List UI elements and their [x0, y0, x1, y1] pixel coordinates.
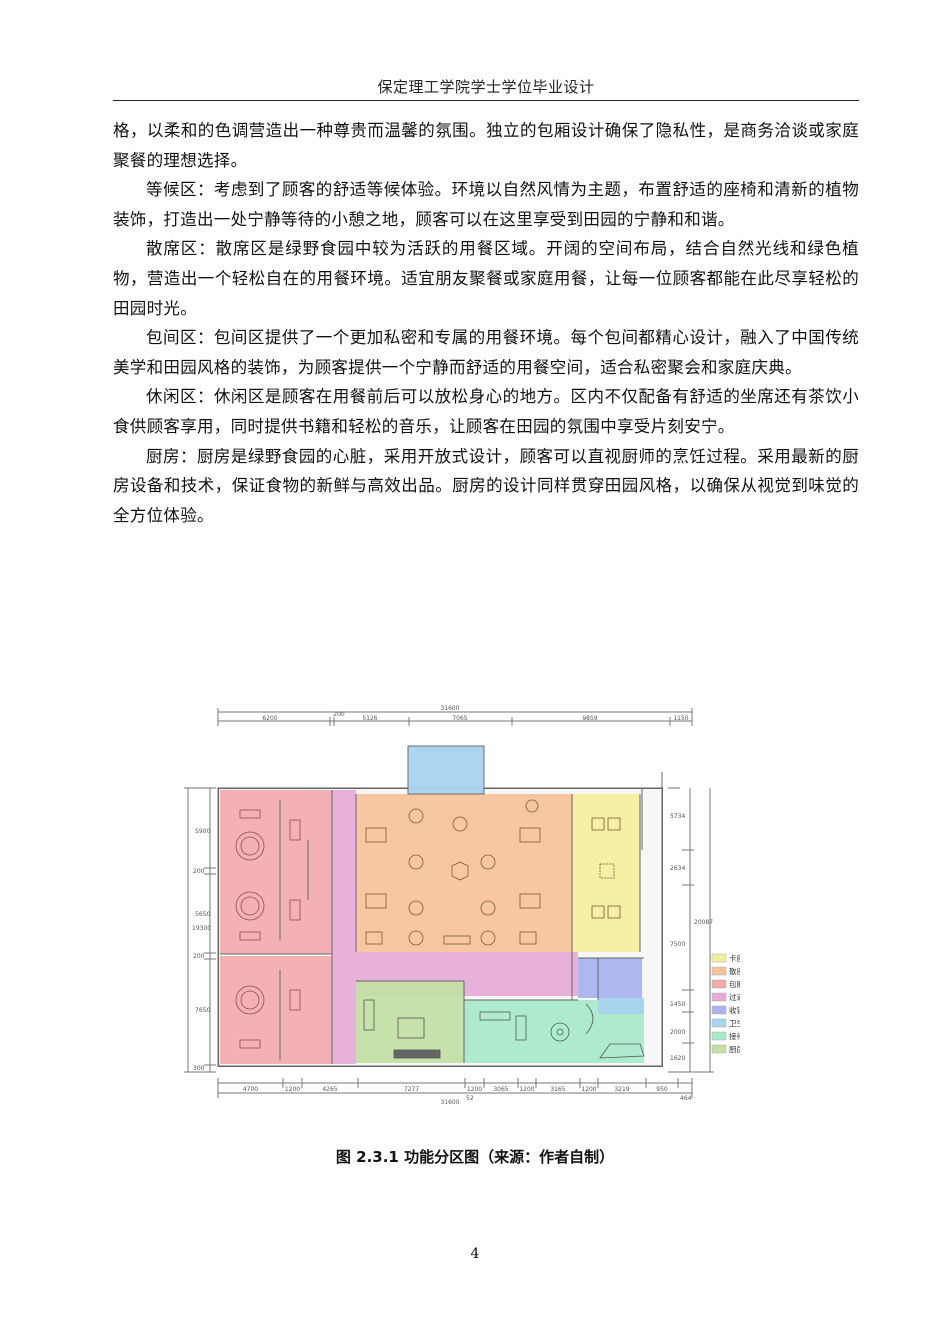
legend-label: 包厢: [729, 979, 740, 989]
legend-label: 散座区: [729, 966, 740, 976]
dim-bottom-segment: 7277: [404, 1086, 419, 1093]
legend-swatch: [711, 1044, 727, 1054]
dim-right-segment: 2000: [670, 1029, 685, 1036]
dim-left-segment: 7650: [195, 1007, 210, 1014]
legend-label: 收银区: [729, 1005, 740, 1015]
dining-tables: [365, 799, 621, 946]
dim-bottom-segment: 1200: [285, 1086, 300, 1093]
legend-swatch: [711, 979, 727, 989]
legend-label: 卫生间: [729, 1018, 740, 1028]
dim-right-segment: 1450: [670, 1001, 685, 1008]
dim-bottom-extra: 464: [680, 1095, 692, 1102]
figure-caption: 图 2.3.1 功能分区图（来源：作者自制）: [335, 1148, 615, 1166]
dim-right-segment: 7500: [670, 941, 685, 948]
dim-bottom-segment: 1200: [467, 1086, 482, 1093]
legend-swatch: [711, 1018, 727, 1028]
dim-left-segment: 5650: [195, 911, 210, 918]
dim-bottom-segment: 4265: [322, 1086, 337, 1093]
dim-top-segment: 7065: [452, 715, 467, 722]
dim-bottom-segment: 1200: [581, 1086, 596, 1093]
legend-swatch: [711, 953, 727, 963]
dim-top-segment: 9859: [582, 715, 597, 722]
legend-swatch: [711, 1031, 727, 1041]
page-number: 4: [470, 1246, 480, 1262]
dim-left-total: 19300: [192, 925, 211, 932]
dim-top-segment: 5126: [362, 715, 377, 722]
dim-bottom-total: 31600: [440, 1099, 459, 1106]
legend-swatch: [711, 966, 727, 976]
dim-bottom-segment: 950: [656, 1086, 668, 1093]
dim-bottom-segment: 1200: [519, 1086, 534, 1093]
dim-right-segment: 1620: [670, 1055, 685, 1062]
legend-swatch: [711, 1005, 727, 1015]
dim-bottom-segment: 3165: [550, 1086, 565, 1093]
dim-top-segment: 1150: [673, 715, 688, 722]
paragraph: 等候区：考虑到了顾客的舒适等候体验。环境以自然风情为主题，布置舒适的座椅和清新的…: [113, 180, 859, 229]
legend-label: 卡座区: [729, 953, 740, 963]
dim-left-segment: 200: [193, 953, 205, 960]
dim-bottom-segment: 3219: [614, 1086, 629, 1093]
dim-right-segment: 5734: [670, 813, 685, 820]
dim-right-total: 20087: [694, 919, 713, 926]
dim-bottom-extra: 52: [466, 1095, 474, 1102]
dim-right-segment: 2634: [670, 865, 685, 872]
legend-swatch: [711, 992, 727, 1002]
paragraph: 厨房：厨房是绿野食园的心脏，采用开放式设计，顾客可以直视厨师的烹饪过程。采用最新…: [113, 446, 859, 525]
body-text: 格，以柔和的色调营造出一种尊贵而温馨的氛围。独立的包厢设计确保了隐私性，是商务洽…: [113, 116, 859, 530]
paragraph: 包间区：包间区提供了一个更加私密和专属的用餐环境。每个包间都精心设计，融入了中国…: [113, 328, 859, 377]
dim-bottom-segment: 4700: [243, 1086, 258, 1093]
header-rule: [113, 100, 859, 101]
paragraph: 休闲区：休闲区是顾客在用餐前后可以放松身心的地方。区内不仅配备有舒适的坐席还有茶…: [113, 387, 859, 436]
floor-plan: 31600 6200 200 5126 7065 9859 1150: [184, 705, 752, 1106]
legend-label: 接待区: [729, 1031, 740, 1041]
dim-top-total: 31600: [440, 705, 459, 712]
kitchen-fixtures: [363, 999, 645, 1059]
dim-top-segment: 6200: [262, 715, 277, 722]
private-room-tables: [235, 809, 301, 1049]
legend-label: 厨房: [729, 1044, 740, 1054]
dim-bottom-segments: 4700 1200 4265 7277 1200 3065 1200 3165 1200 3219…: [243, 1086, 692, 1102]
floor-plan-figure: 31600 6200 200 5126 7065 9859 1150: [180, 700, 752, 1110]
dim-top-segment: 200: [333, 711, 345, 718]
dim-left-segment: 5900: [195, 828, 210, 835]
dim-left-segment: 200: [193, 868, 205, 875]
legend: 卡座区散座区包厢过道收银区卫生间接待区厨房: [711, 953, 752, 1054]
page-header: 保定理工学院学士学位毕业设计: [377, 78, 595, 96]
paragraph: 散席区：散席区是绿野食园中较为活跃的用餐区域。开阔的空间布局，结合自然光线和绿色…: [113, 239, 859, 318]
legend-label: 过道: [729, 992, 740, 1002]
dim-left-segment: 300: [193, 1065, 205, 1072]
dim-bottom-segment: 3065: [493, 1086, 508, 1093]
paragraph: 格，以柔和的色调营造出一种尊贵而温馨的氛围。独立的包厢设计确保了隐私性，是商务洽…: [113, 121, 859, 170]
